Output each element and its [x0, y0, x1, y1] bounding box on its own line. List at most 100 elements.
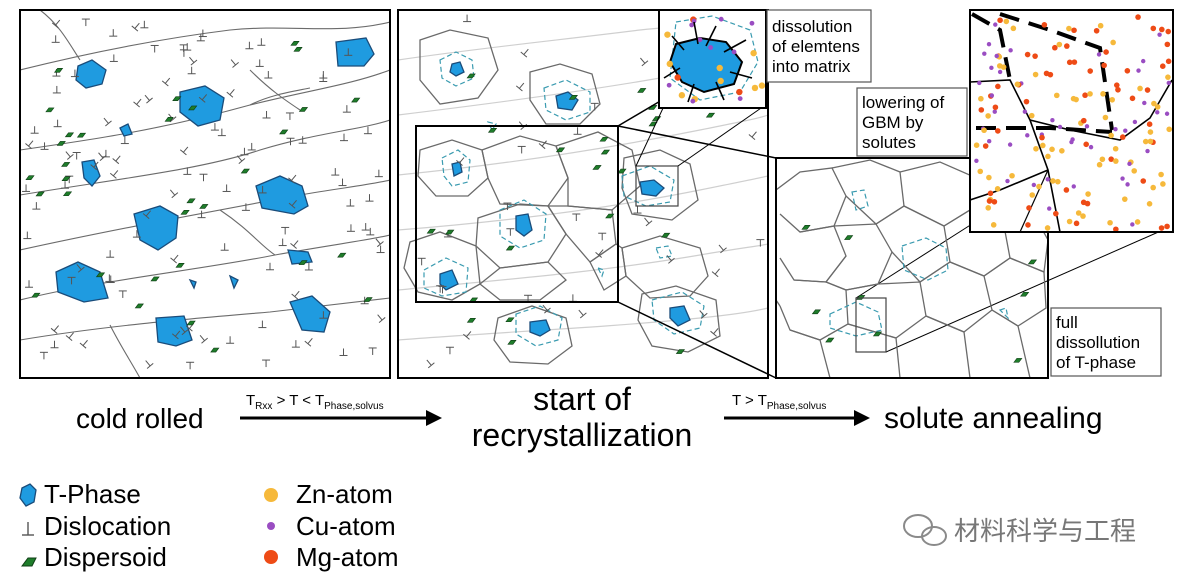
- dislocation-symbol: [131, 22, 140, 32]
- dislocation-symbol: [144, 94, 153, 104]
- atom-dot: [1087, 68, 1094, 74]
- atom-dot: [1110, 39, 1116, 46]
- dispersoid-symbol: [363, 297, 373, 302]
- dispersoid-symbol: [600, 149, 611, 155]
- atom-dot: [697, 37, 703, 43]
- atom-dot: [1119, 134, 1126, 140]
- dislocation-symbol: [346, 224, 355, 232]
- dispersoid-symbol: [705, 112, 716, 118]
- atom-dot: [1069, 139, 1074, 145]
- dislocation-symbol: [518, 121, 528, 130]
- panel2-small-box: [635, 165, 679, 207]
- watermark: 材料科学与工程: [903, 514, 1136, 547]
- atom-dot: [1010, 25, 1017, 32]
- atom-dot: [982, 143, 989, 149]
- dislocation-symbol: [198, 29, 207, 38]
- dispersoid-symbol: [290, 41, 300, 46]
- atom-dot: [989, 93, 995, 98]
- atom-dot: [1165, 74, 1171, 80]
- dislocation-icon: [22, 522, 34, 536]
- dislocation-symbol: [170, 254, 179, 264]
- zoom-connectors: [617, 99, 1173, 379]
- atom-dot: [1014, 81, 1021, 88]
- dispersoid-symbol: [31, 292, 41, 298]
- atom-dot: [1129, 95, 1136, 102]
- atom-dot: [1071, 184, 1076, 189]
- dispersoid-symbol: [53, 68, 64, 73]
- atom-dot: [1008, 48, 1013, 53]
- dispersoid-symbol: [592, 165, 602, 170]
- wechat-icon: [903, 514, 947, 546]
- dislocation-symbol: [710, 328, 719, 337]
- atom-dot: [1066, 25, 1072, 32]
- atom-dot: [1084, 124, 1090, 129]
- atom-dot: [1066, 218, 1073, 225]
- atom-dot: [1142, 100, 1147, 106]
- callout-gbm-line-1: lowering of: [862, 93, 944, 112]
- callout-dissolution-line-3: into matrix: [772, 57, 851, 76]
- atom-dot: [1024, 51, 1031, 58]
- atom-dot: [1134, 219, 1141, 225]
- atom-dot: [1113, 82, 1120, 88]
- atom-dot: [666, 60, 673, 68]
- dislocation-symbol: [32, 202, 41, 210]
- dispersoid-symbol: [801, 224, 811, 230]
- atom-dot: [1097, 22, 1104, 29]
- zoom-dissolution: [658, 9, 767, 109]
- panel3-frame: [775, 157, 1049, 379]
- atom-dot: [1003, 18, 1010, 25]
- atom-dot: [1055, 178, 1061, 185]
- legend-label-dislocation: Dislocation: [44, 511, 171, 541]
- atom-dot: [997, 69, 1003, 75]
- dispersoid-symbol: [648, 121, 658, 127]
- atom-dot: [1108, 156, 1114, 162]
- dislocation-symbol: [67, 276, 76, 285]
- dislocation-symbol: [286, 137, 295, 146]
- atom-dot: [1059, 148, 1065, 154]
- dispersoid-symbol: [293, 46, 303, 52]
- dispersoid-symbol: [180, 210, 190, 215]
- callout-dissolution-line-2: of elemtens: [772, 37, 860, 56]
- dislocation-symbol: [51, 35, 60, 43]
- atom-dot: [978, 107, 985, 113]
- atom-dot: [1085, 191, 1091, 197]
- atom-dot: [1150, 184, 1156, 191]
- dislocation-symbol: [81, 18, 90, 27]
- atom-dot: [1022, 109, 1028, 114]
- atom-dot: [995, 128, 1001, 134]
- atom-dot: [986, 174, 992, 181]
- dispersoid-symbol: [298, 107, 309, 112]
- dislocation-symbol: [436, 285, 445, 293]
- atom-dot: [1063, 187, 1070, 193]
- dispersoid-symbol: [844, 235, 854, 240]
- dislocation-symbol: [197, 210, 206, 219]
- dislocation-symbol: [53, 119, 62, 128]
- stage-label-cold-rolled: cold rolled: [76, 403, 204, 434]
- atom-dot: [1025, 222, 1031, 228]
- atom-dot: [1041, 22, 1048, 28]
- dislocation-symbol: [290, 240, 299, 249]
- dispersoid-symbol: [188, 105, 198, 111]
- atom-dot: [1026, 205, 1032, 211]
- atom-dot: [1053, 210, 1059, 217]
- dispersoid-symbol: [487, 127, 498, 133]
- panel1-dislocations: [22, 18, 386, 370]
- atom-dot: [1007, 142, 1013, 147]
- dislocation-symbol: [298, 136, 307, 144]
- dispersoid-symbol: [61, 176, 71, 182]
- atom-dot: [995, 83, 1001, 90]
- dislocation-symbol: [285, 112, 294, 120]
- dislocation-symbol: [120, 136, 129, 145]
- dislocation-symbol: [340, 133, 349, 142]
- atom-dot: [994, 53, 999, 59]
- atom-dot: [993, 22, 998, 27]
- atom-dot: [1096, 161, 1103, 168]
- atom-dot: [716, 64, 723, 72]
- dispersoid-icon: [21, 557, 37, 567]
- atom-dot: [1080, 117, 1087, 124]
- atom-dot: [1064, 43, 1070, 49]
- atom-dot: [1050, 118, 1055, 123]
- dispersoid-symbol: [555, 147, 566, 153]
- atom-dot: [1107, 219, 1113, 226]
- dislocation-symbol: [161, 77, 171, 87]
